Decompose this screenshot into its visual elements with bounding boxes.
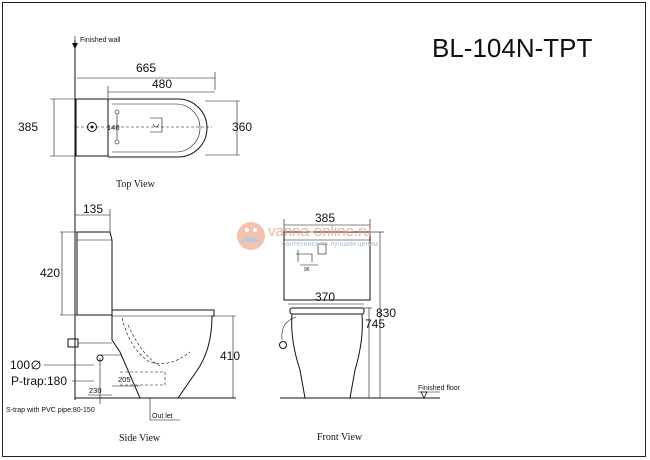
front-angle-valve — [279, 341, 287, 349]
top-view-caption: Top View — [116, 179, 156, 190]
outlet-label: Out let — [152, 413, 173, 420]
dim-420: 420 — [40, 266, 60, 280]
side-outlet-pipe — [120, 371, 166, 386]
dim-135: 135 — [83, 202, 103, 216]
dim-230: 230 — [89, 386, 102, 395]
dim-410: 410 — [220, 349, 240, 363]
top-bowl-inner — [112, 103, 201, 153]
watermark: vanna-online.ru сантехника по лучшим цен… — [237, 222, 378, 250]
watermark-logo-eye-r — [253, 228, 257, 232]
front-tank — [283, 231, 371, 301]
side-tank — [76, 231, 113, 316]
watermark-logo-icon — [237, 222, 265, 250]
side-view-caption: Side View — [119, 433, 161, 444]
top-view: 665 480 140 — [18, 61, 252, 190]
diameter-icon-slash — [31, 360, 41, 370]
watermark-logo-wave — [241, 237, 261, 242]
dim-front-745: 745 — [365, 317, 385, 331]
dim-front-385: 385 — [315, 211, 335, 225]
side-trapway — [121, 317, 191, 364]
finished-wall-label: Finished wall — [80, 37, 121, 44]
fixing-hole-top — [114, 109, 120, 115]
front-pedestal — [291, 313, 363, 399]
top-tank — [75, 98, 109, 157]
dim-480: 480 — [152, 77, 172, 91]
dim-100: 100 — [10, 358, 30, 372]
dim-385: 385 — [18, 120, 38, 134]
bowl-outlet-mark — [150, 117, 163, 133]
dim-front-370: 370 — [315, 290, 335, 304]
diameter-icon — [31, 360, 41, 370]
water-inlet — [67, 338, 79, 348]
model-title: BL-104N-TPT — [432, 33, 592, 63]
floor-marker-icon — [420, 391, 428, 399]
dim-140: 140 — [107, 123, 120, 132]
front-view: 385 96 370 Finished floor — [279, 211, 461, 443]
dim-front-96: 96 — [304, 267, 310, 273]
bowl-outlet-curve — [152, 123, 160, 128]
side-view: 135 420 100 P-trap:180 — [6, 202, 240, 444]
top-bowl-outer — [108, 98, 208, 158]
s-trap-label: S-trap with PVC pipe:80-150 — [6, 407, 95, 414]
dim-665: 665 — [136, 61, 156, 75]
watermark-logo-eye-l — [245, 228, 249, 232]
wall-arrow — [72, 43, 78, 49]
front-hose — [281, 316, 297, 341]
front-view-caption: Front View — [317, 432, 363, 443]
finished-floor-label: Finished floor — [418, 385, 461, 392]
watermark-brand: vanna-online.ru — [268, 223, 371, 240]
fixing-hole-bottom — [114, 139, 120, 145]
dim-front-830: 830 — [376, 306, 396, 320]
p-trap-label: P-trap:180 — [11, 374, 67, 388]
dim-205: 205 — [118, 375, 131, 384]
side-trapway-inner — [127, 324, 161, 367]
front-flush-valve — [317, 243, 327, 255]
front-seat — [289, 307, 365, 315]
watermark-tagline: сантехника по лучшим ценам — [282, 241, 378, 248]
dim-360: 360 — [232, 120, 252, 134]
front-fill-valve — [296, 250, 313, 262]
